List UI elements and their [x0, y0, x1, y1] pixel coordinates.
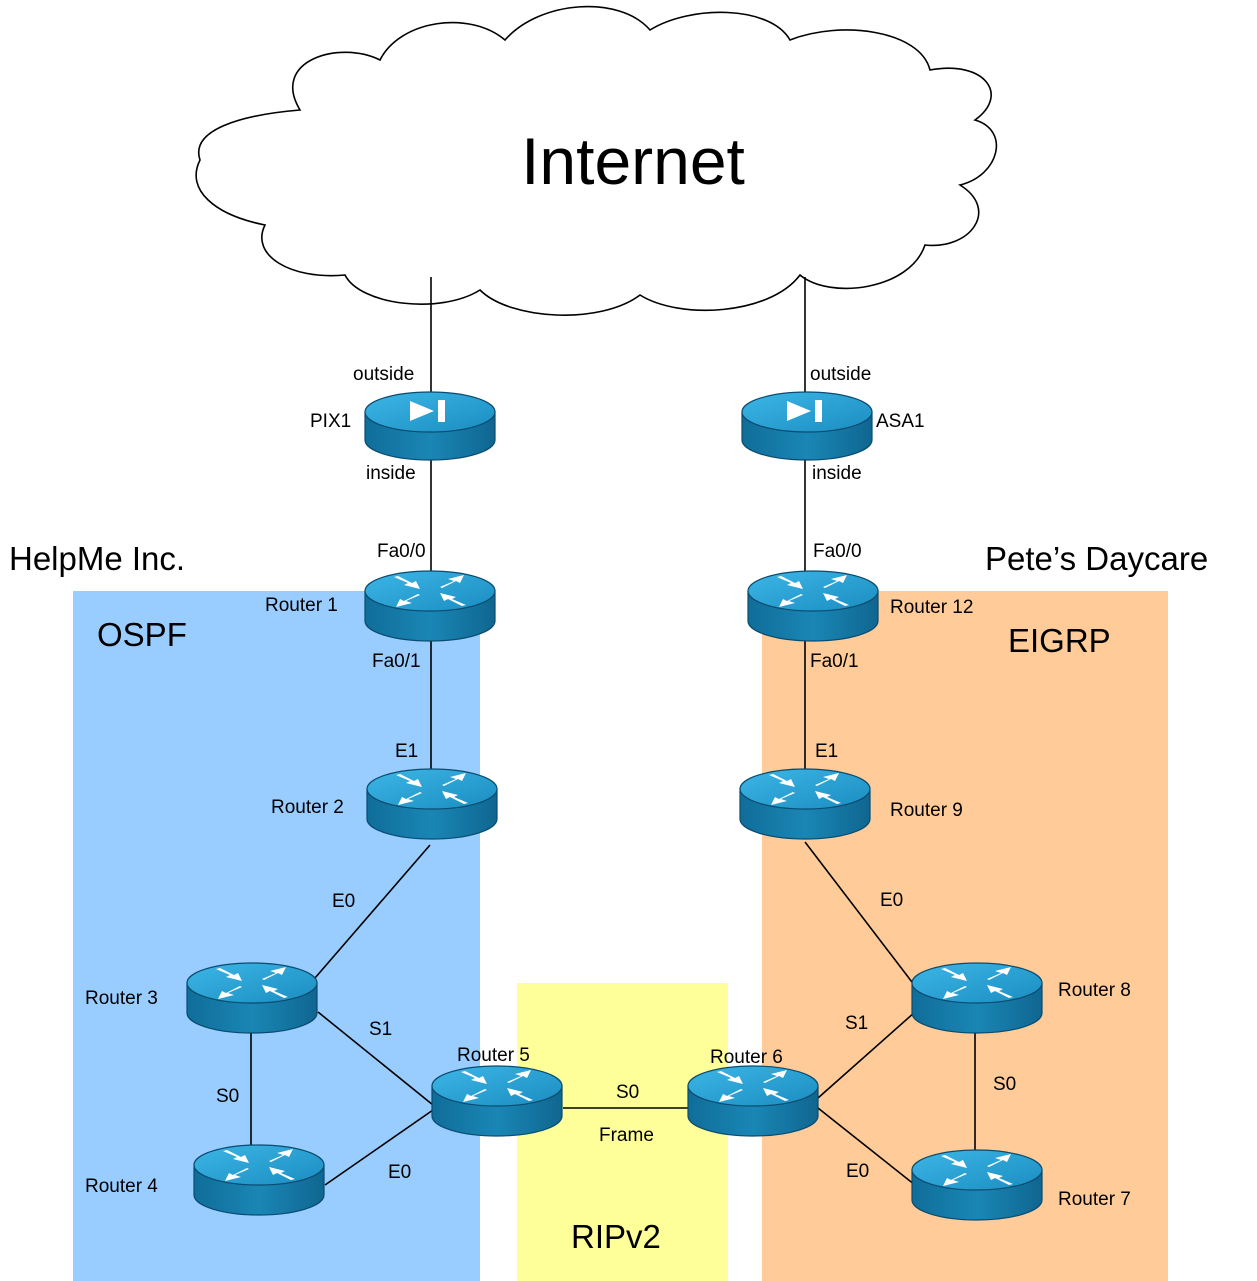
rip-zone [517, 983, 728, 1281]
router7-label: Router 7 [1058, 1189, 1131, 1210]
pix1-label: PIX1 [310, 411, 351, 432]
internet-label: Internet [521, 124, 745, 198]
link-router2-router3 [314, 844, 431, 979]
zone-label-ospf: OSPF [97, 616, 187, 653]
router1-label: Router 1 [265, 595, 338, 616]
org-helpme: HelpMe Inc. [9, 540, 185, 577]
if-r1-fa00: Fa0/0 [377, 541, 426, 562]
if-r9-r8-e0: E0 [880, 890, 903, 911]
router6-icon [687, 1065, 819, 1137]
if-r6-r7-e0: E0 [846, 1161, 869, 1182]
if-r9-e1: E1 [815, 741, 838, 762]
if-r4-r5-e0: E0 [388, 1162, 411, 1183]
router5-icon [431, 1065, 563, 1137]
org-petes-daycare: Pete’s Daycare [985, 540, 1208, 577]
router12-icon [747, 570, 879, 642]
link-router4-router5 [324, 1109, 434, 1186]
router12-label: Router 12 [890, 597, 973, 618]
router9-label: Router 9 [890, 800, 963, 821]
router5-label: Router 5 [457, 1045, 530, 1066]
asa1-label: ASA1 [876, 411, 925, 432]
router2-label: Router 2 [271, 797, 344, 818]
links [250, 277, 976, 1186]
asa1-firewall-icon [741, 391, 873, 461]
zone-label-rip: RIPv2 [571, 1218, 661, 1255]
router3-icon [186, 962, 318, 1034]
pix1-firewall-icon [364, 391, 496, 461]
if-r5-r6-s0: S0 [616, 1082, 639, 1103]
if-r3-r4-s0: S0 [216, 1086, 239, 1107]
if-r2-r3-e0: E0 [332, 891, 355, 912]
if-r5-r6-frame: Frame [599, 1125, 654, 1146]
if-r2-e1: E1 [395, 741, 418, 762]
router3-label: Router 3 [85, 988, 158, 1009]
link-router3-router5 [317, 1011, 434, 1106]
router4-icon [193, 1144, 325, 1216]
if-r3-r5-s1: S1 [369, 1019, 392, 1040]
if-asa1-inside: inside [812, 463, 862, 484]
router8-icon [911, 962, 1043, 1034]
if-r1-fa01: Fa0/1 [372, 651, 421, 672]
if-r12-fa01: Fa0/1 [810, 651, 859, 672]
router8-label: Router 8 [1058, 980, 1131, 1001]
if-r6-r8-s1: S1 [845, 1013, 868, 1034]
internet-cloud [195, 5, 998, 316]
if-asa1-outside: outside [810, 364, 871, 385]
if-pix1-outside: outside [353, 364, 414, 385]
zone-label-eigrp: EIGRP [1008, 622, 1111, 659]
router7-icon [911, 1149, 1043, 1221]
link-router9-router8 [804, 841, 916, 987]
router6-label: Router 6 [710, 1047, 783, 1068]
router9-icon [739, 768, 871, 840]
link-router6-router7 [817, 1107, 916, 1186]
if-pix1-inside: inside [366, 463, 416, 484]
link-router6-router8 [817, 1011, 916, 1099]
if-r8-r7-s0: S0 [993, 1074, 1016, 1095]
if-r12-fa00: Fa0/0 [813, 541, 862, 562]
router1-icon [364, 570, 496, 642]
router2-icon [366, 768, 498, 840]
router4-label: Router 4 [85, 1176, 158, 1197]
